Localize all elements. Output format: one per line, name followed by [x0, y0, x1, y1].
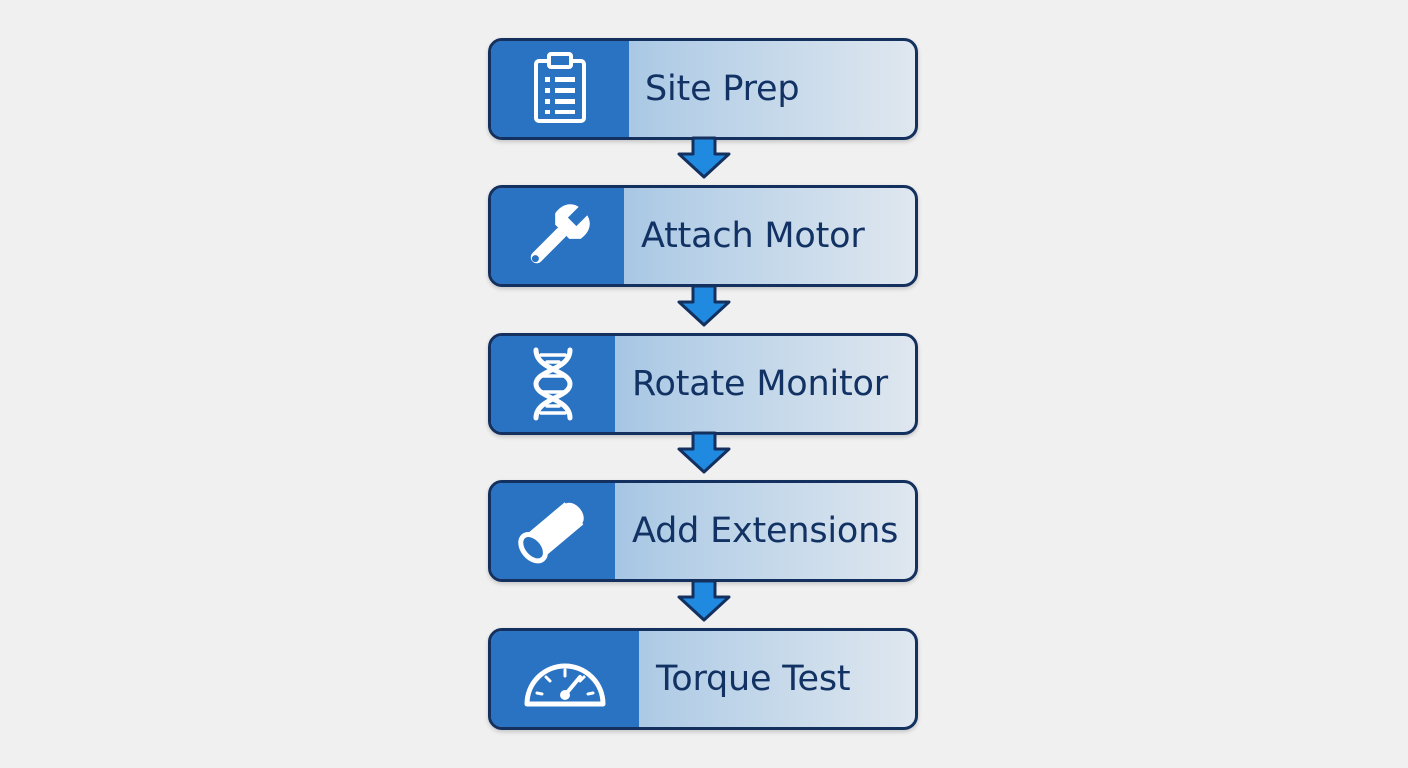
arrow-down-icon — [677, 284, 731, 327]
arrow-down-icon — [677, 431, 731, 474]
step-label: Add Extensions — [632, 511, 899, 551]
step-attach-motor: Attach Motor — [488, 185, 918, 287]
pipe-icon — [518, 502, 584, 564]
step-label: Torque Test — [656, 659, 851, 699]
step-label: Attach Motor — [641, 216, 865, 256]
gauge-icon — [524, 663, 606, 707]
wrench-icon — [530, 203, 591, 264]
step-icon-panel — [491, 483, 615, 579]
arrow-down-icon — [677, 579, 731, 622]
step-icon-panel — [491, 41, 629, 137]
step-rotate-monitor: Rotate Monitor — [488, 333, 918, 435]
step-torque-test: Torque Test — [488, 628, 918, 730]
step-add-extensions: Add Extensions — [488, 480, 918, 582]
step-icon-panel — [491, 188, 624, 284]
dna-icon — [533, 347, 573, 421]
step-label: Rotate Monitor — [632, 364, 888, 404]
step-label: Site Prep — [645, 69, 800, 109]
arrow-down-icon — [677, 136, 731, 179]
clipboard-icon — [534, 52, 586, 123]
step-site-prep: Site Prep — [488, 38, 918, 140]
step-icon-panel — [491, 631, 639, 727]
step-icon-panel — [491, 336, 615, 432]
